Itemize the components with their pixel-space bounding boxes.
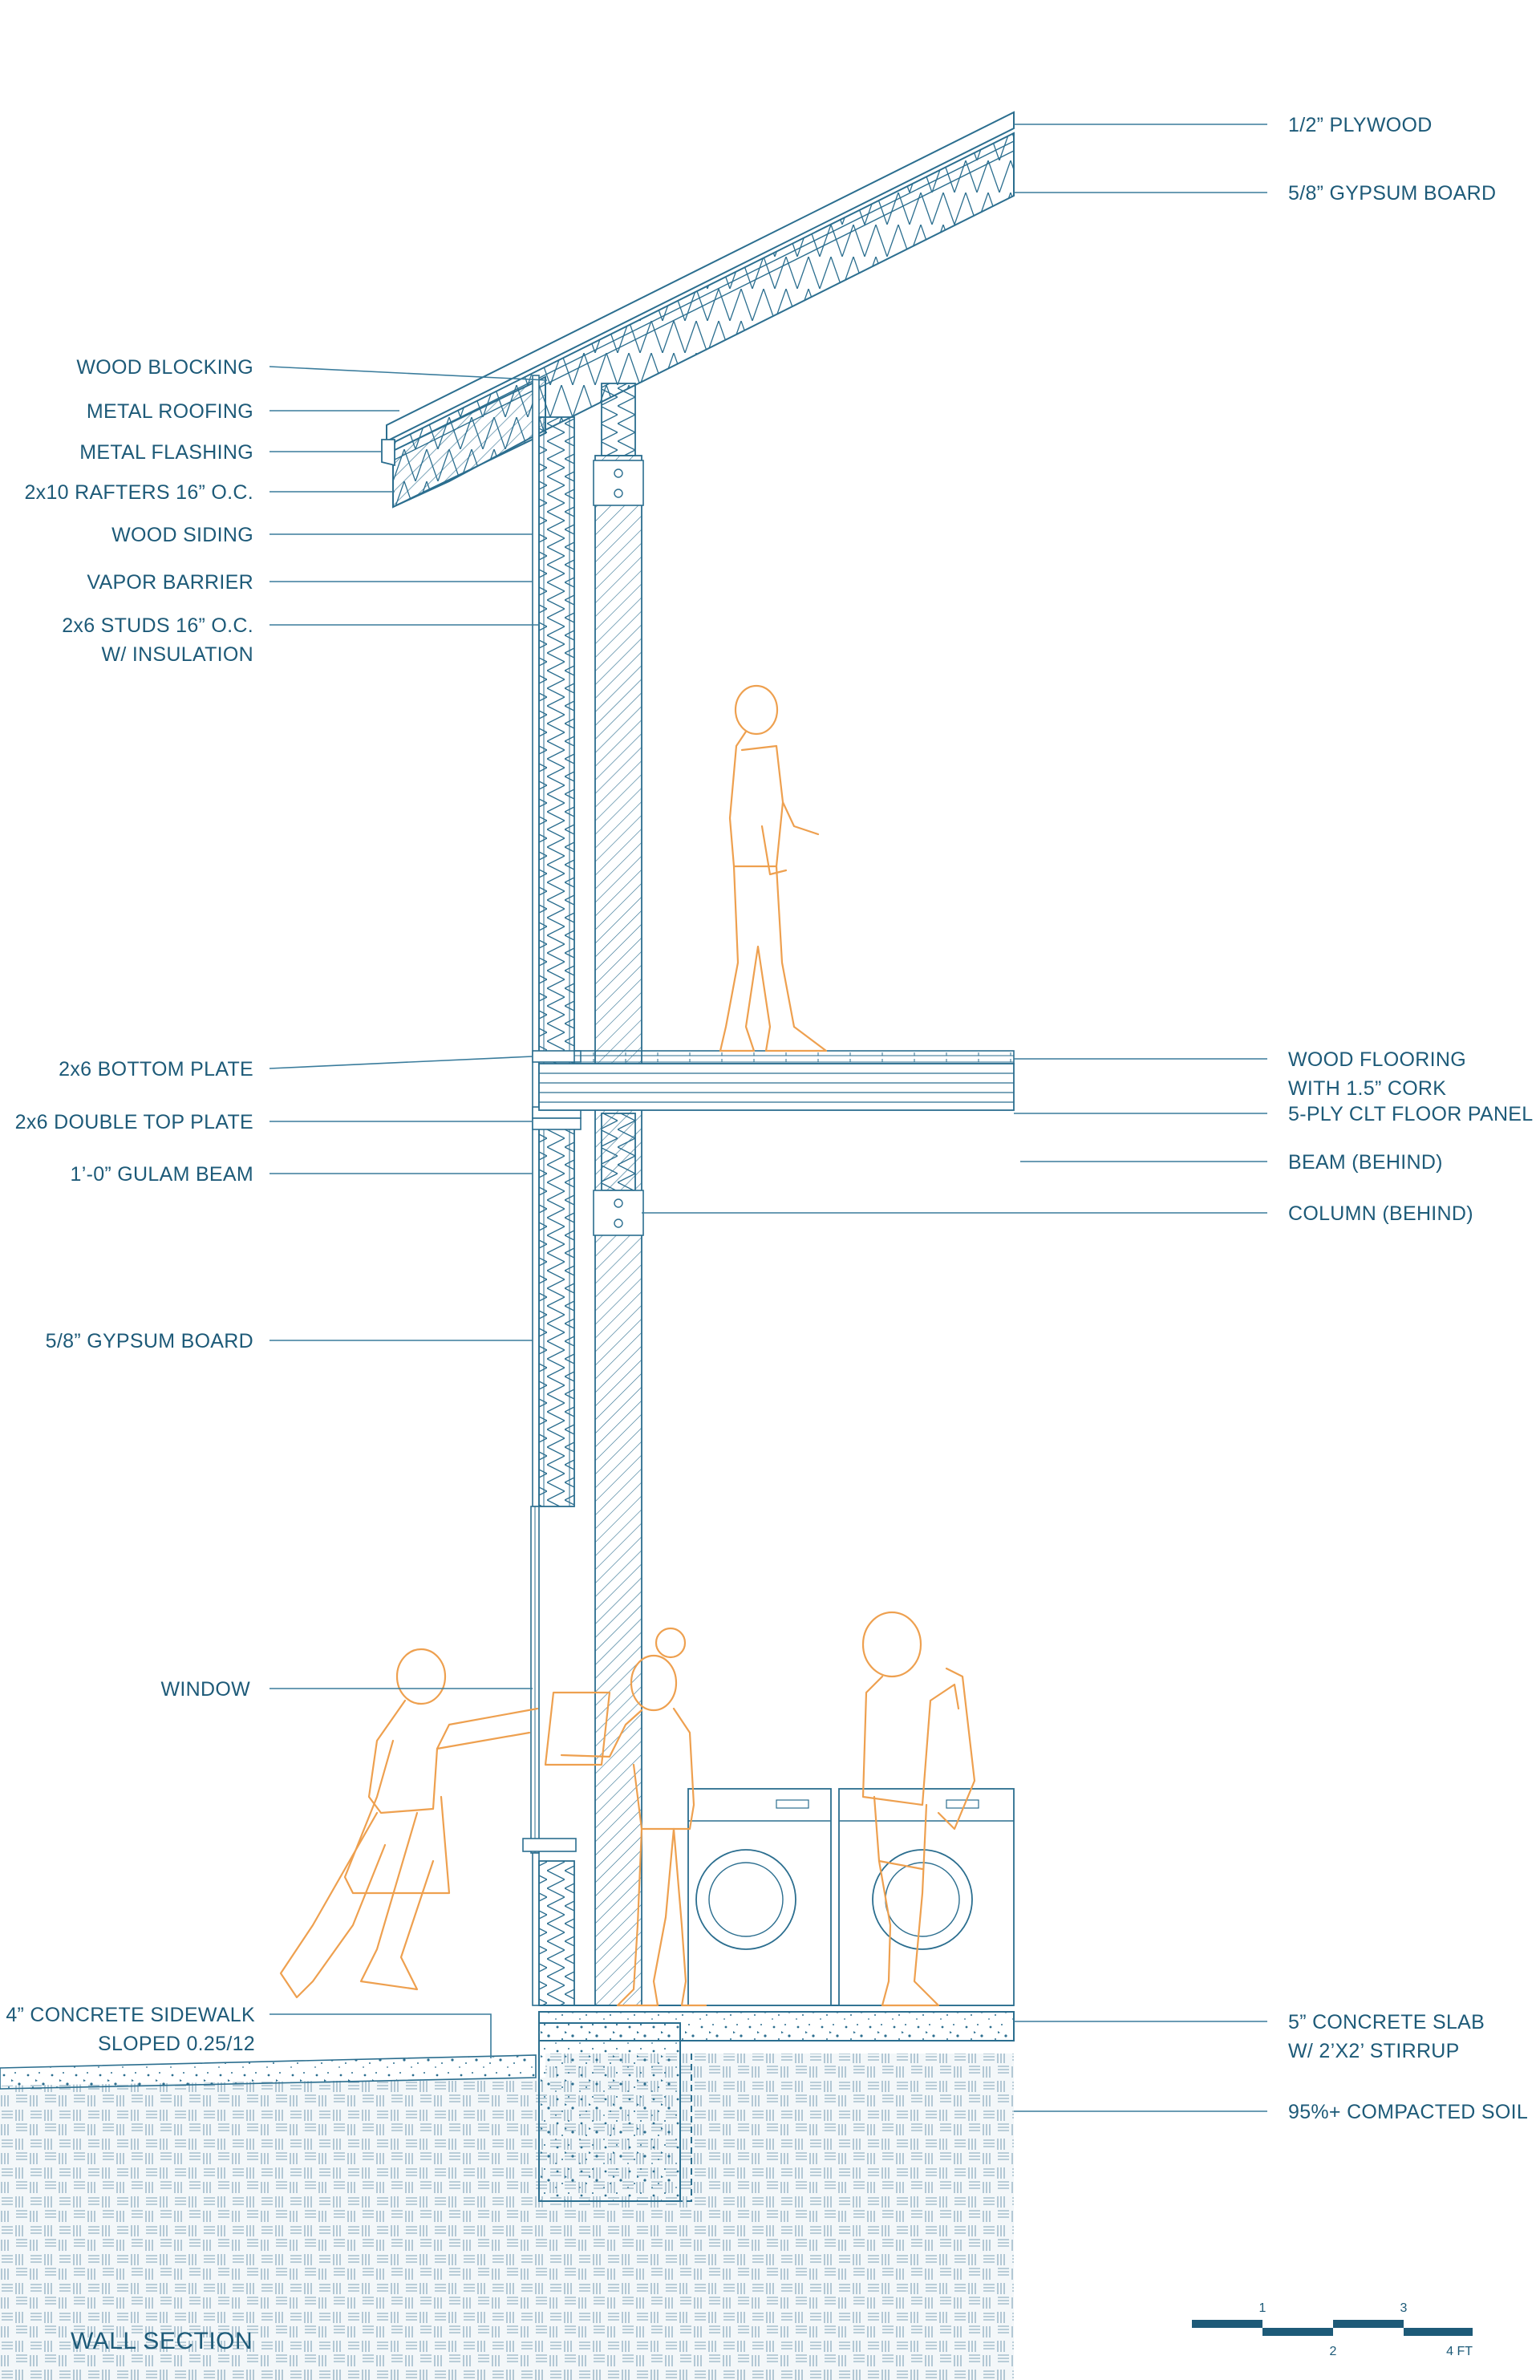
person-right-ground	[861, 1611, 976, 2007]
scale-tick-1: 1	[1259, 2301, 1266, 2315]
label-gypsum-board-left: 5/8” GYPSUM BOARD	[46, 1330, 253, 1352]
label-glulam-beam: 1’-0” GULAM BEAM	[71, 1163, 253, 1186]
label-wood-siding: WOOD SIDING	[111, 524, 253, 546]
scale-tick-2: 2	[1330, 2345, 1337, 2358]
scale-tick-4ft: 4 FT	[1446, 2345, 1473, 2358]
window-glazing	[522, 1506, 577, 1854]
label-studs-line2: W/ INSULATION	[101, 643, 253, 666]
label-studs-line1: 2x6 STUDS 16” O.C.	[62, 614, 253, 637]
concrete-sidewalk	[0, 2054, 537, 2090]
label-metal-flashing: METAL FLASHING	[79, 441, 253, 464]
clt-floor-panel	[538, 1050, 1015, 1111]
label-metal-roofing: METAL ROOFING	[87, 400, 253, 423]
label-wood-blocking: WOOD BLOCKING	[76, 356, 253, 379]
drawing-title: WALL SECTION	[71, 2328, 253, 2354]
person-center-ground	[544, 1627, 707, 2007]
washing-machines	[687, 1788, 1015, 2006]
label-beam-behind: BEAM (BEHIND)	[1288, 1151, 1443, 1174]
label-window: WINDOW	[161, 1678, 251, 1701]
label-column-behind: COLUMN (BEHIND)	[1288, 1202, 1473, 1225]
scale-bar: 1 2 3 4 FT	[1192, 2301, 1473, 2358]
label-sidewalk-line2: SLOPED 0.25/12	[98, 2033, 255, 2055]
wall-plates	[532, 1050, 582, 1130]
label-sidewalk-line1: 4” CONCRETE SIDEWALK	[6, 2004, 255, 2026]
scale-tick-3: 3	[1400, 2301, 1408, 2315]
labels-left: WOOD BLOCKING METAL ROOFING METAL FLASHI…	[6, 356, 255, 2055]
label-vapor-barrier: VAPOR BARRIER	[87, 571, 253, 594]
label-rafters: 2x10 RAFTERS 16” O.C.	[24, 481, 253, 504]
label-concrete-slab-line1: 5” CONCRETE SLAB	[1288, 2011, 1485, 2033]
exterior-wall-upper	[532, 375, 575, 1507]
labels-right: 1/2” PLYWOOD 5/8” GYPSUM BOARD WOOD FLOO…	[1288, 114, 1533, 2123]
label-gypsum-board-right: 5/8” GYPSUM BOARD	[1288, 182, 1496, 205]
roof-assembly	[381, 111, 1015, 509]
glulam-beam	[593, 1113, 644, 1236]
compacted-soil	[0, 2054, 1014, 2380]
concrete-slab	[538, 2005, 1015, 2041]
label-wood-flooring-line1: WOOD FLOORING	[1288, 1048, 1466, 1071]
label-plywood: 1/2” PLYWOOD	[1288, 114, 1433, 136]
label-compacted-soil: 95%+ COMPACTED SOIL	[1288, 2101, 1528, 2123]
label-wood-flooring-line2: WITH 1.5” CORK	[1288, 1077, 1446, 1100]
exterior-wall-lower	[532, 1852, 575, 2006]
label-concrete-slab-line2: W/ 2’X2’ STIRRUP	[1288, 2040, 1460, 2062]
label-bottom-plate: 2x6 BOTTOM PLATE	[59, 1058, 253, 1081]
leader-lines-left	[269, 366, 548, 2058]
person-upper-floor	[719, 684, 828, 1052]
label-clt-panel: 5-PLY CLT FLOOR PANEL	[1288, 1103, 1533, 1125]
leader-lines-right	[642, 124, 1267, 2112]
person-left-ground	[279, 1648, 539, 1999]
label-double-top-plate: 2x6 DOUBLE TOP PLATE	[15, 1111, 253, 1133]
